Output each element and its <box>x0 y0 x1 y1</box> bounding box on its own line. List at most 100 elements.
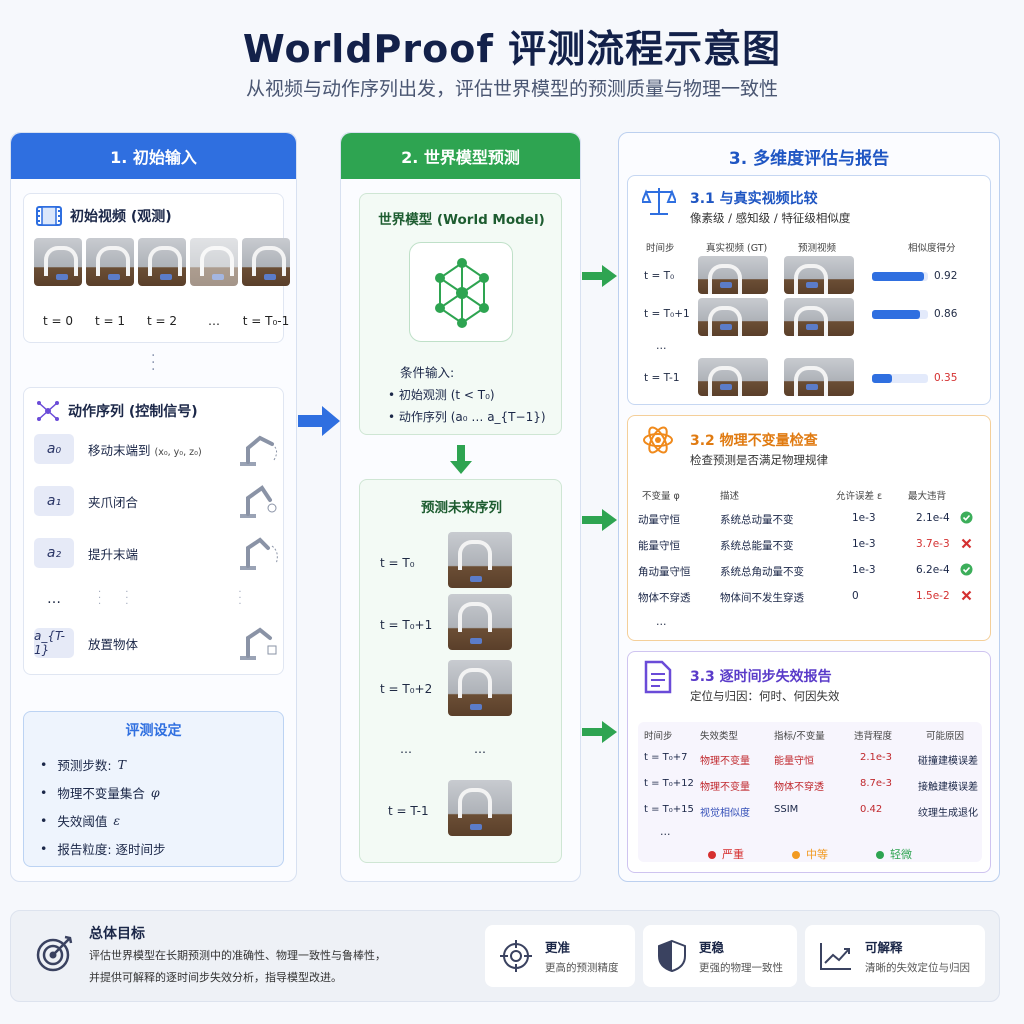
video-frame <box>242 238 290 286</box>
video-frame <box>86 238 134 286</box>
action-row-ellipsis: … ··· ··· ··· <box>34 580 282 618</box>
gt-frame <box>698 256 768 294</box>
action-ellipsis: … <box>47 591 61 607</box>
frame-label: t = 2 <box>146 314 178 328</box>
predicted-frame <box>448 780 512 836</box>
invariant-name: 物体不穿透 <box>638 592 691 604</box>
pill-title: 更准 <box>545 940 571 955</box>
legend-item: 中等 <box>792 846 828 862</box>
predicted-sequence-card: 预测未来序列 t = T₀ t = T₀+1 t = T₀+2 … … t = … <box>359 479 562 863</box>
invariant-desc: 系统总角动量不变 <box>720 566 804 578</box>
failure-metric: 能量守恒 <box>774 756 814 767</box>
col-header: 不变量 φ <box>642 491 680 502</box>
invariant-max: 1.5e-2 <box>916 590 950 602</box>
physics-invariant-card: 3.2 物理不变量检查 检查预测是否满足物理规律 不变量 φ 描述 允许误差 ε… <box>627 415 991 641</box>
col-header: 描述 <box>720 491 740 502</box>
arrow-right-icon <box>582 509 617 531</box>
score-bar-track <box>872 374 928 383</box>
film-icon <box>36 206 62 226</box>
legend-item: 轻微 <box>876 846 912 862</box>
col-header: 违背程度 <box>854 731 893 742</box>
initial-video-card: 初始视频 (观测) t = 0 t = 1 t = 2 … t = T₀-1 <box>23 193 290 343</box>
invariant-desc: 系统总动量不变 <box>720 514 794 526</box>
invariant-epsilon: 0 <box>852 590 859 602</box>
evaluation-header: 3. 多维度评估与报告 <box>728 148 890 169</box>
action-coords: (x₀, y₀, z₀) <box>154 446 202 458</box>
action-desc: 提升末端 <box>88 546 139 562</box>
condition-list: • 初始观测 (t < T₀) • 动作序列 (a₀ … a_{T−1}) <box>388 388 546 424</box>
trend-chart-icon <box>820 943 851 970</box>
pill-sub: 清晰的失效定位与归因 <box>865 962 970 974</box>
score-value: 0.86 <box>934 308 958 320</box>
gt-frame <box>698 358 768 396</box>
col-header: 最大违背 <box>908 491 947 502</box>
video-frame <box>190 238 238 286</box>
check-icon <box>960 563 973 579</box>
robot-arm-icon <box>240 485 277 518</box>
col-header: 时间步 <box>644 731 673 742</box>
robot-arm-icon <box>240 627 277 660</box>
frame-labels: t = 0 t = 1 t = 2 … t = T₀-1 <box>32 314 292 328</box>
world-model-title: 世界模型 (World Model) <box>378 212 545 228</box>
action-row: a₂ 提升末端 <box>34 534 282 572</box>
page-subtitle: 从视频与动作序列出发，评估世界模型的预测质量与物理一致性 <box>245 78 778 100</box>
failure-report-card: 3.3 逐时间步失效报告 定位与归因：何时、何因失效 时间步 失效类型 指标/不… <box>627 651 991 873</box>
failure-timestep: t = T₀+7 <box>644 752 688 763</box>
col-header: 可能原因 <box>926 731 965 742</box>
initial-input-header: 1. 初始输入 <box>11 133 296 179</box>
invariant-max: 3.7e-3 <box>916 538 950 550</box>
legend-item: 严重 <box>708 846 744 862</box>
scale-icon <box>642 188 676 215</box>
world-model-column: 2. 世界模型预测 世界模型 (World Model) 条件输入: • 初始观… <box>340 132 581 882</box>
condition-item: 初始观测 (t < T₀) <box>398 388 495 402</box>
row-ellipsis: … <box>656 616 667 628</box>
crosshair-icon <box>500 940 532 972</box>
evaluation-column: 3. 多维度评估与报告 3.1 与真实视频比较 像素级 / 感知级 / 特征级相… <box>618 132 1000 882</box>
dotted-separator: ··· <box>98 587 102 610</box>
invariant-desc: 系统总能量不变 <box>720 540 794 552</box>
arrow-right-icon <box>298 406 340 436</box>
initial-video-frames <box>34 238 290 286</box>
invariant-epsilon: 1e-3 <box>852 538 876 550</box>
setting-item: 报告粒度: 逐时间步 <box>40 834 283 862</box>
pred-dots: … <box>474 742 486 756</box>
settings-title: 评测设定 <box>125 723 182 739</box>
invariant-name: 能量守恒 <box>638 540 680 552</box>
page-title: WorldProof 评测流程示意图 <box>242 27 782 71</box>
robot-arm-icon <box>240 435 278 466</box>
vertical-dots: ··· <box>151 348 156 378</box>
failure-timestep: t = T₀+15 <box>644 804 694 815</box>
action-desc: 移动末端到 <box>88 442 151 458</box>
target-icon <box>36 935 73 972</box>
neural-network-icon <box>435 258 489 328</box>
predicted-sequence-title: 预测未来序列 <box>421 500 502 516</box>
predicted-frame <box>448 660 512 716</box>
timestep-label: t = T-1 <box>644 372 680 384</box>
section-subtitle: 检查预测是否满足物理规律 <box>690 453 828 467</box>
invariant-epsilon: 1e-3 <box>852 564 876 576</box>
pill-sub: 更强的物理一致性 <box>699 962 783 974</box>
cross-icon <box>960 537 973 553</box>
report-icon <box>644 660 672 694</box>
frame-label: t = 1 <box>94 314 126 328</box>
section-title: 3.1 与真实视频比较 <box>690 191 818 207</box>
section-subtitle: 定位与归因：何时、何因失效 <box>690 689 840 703</box>
invariant-max: 2.1e-4 <box>916 512 950 524</box>
initial-video-title: 初始视频 (观测) <box>70 209 172 225</box>
col-header: 时间步 <box>646 243 675 254</box>
gt-frame <box>698 298 768 336</box>
action-desc: 夹爪闭合 <box>88 494 139 510</box>
initial-input-column: 1. 初始输入 初始视频 (观测) t = 0 t = 1 t = 2 … t … <box>10 132 297 882</box>
action-chip: a₀ <box>34 434 74 464</box>
row-ellipsis: … <box>656 340 667 352</box>
dotted-separator: ··· <box>238 587 242 610</box>
pred-label: t = T₀ <box>380 556 415 570</box>
frame-label: … <box>208 314 220 328</box>
invariant-max: 6.2e-4 <box>916 564 950 576</box>
network-icon <box>37 401 59 421</box>
video-frame <box>34 238 82 286</box>
action-desc: 放置物体 <box>88 636 139 652</box>
